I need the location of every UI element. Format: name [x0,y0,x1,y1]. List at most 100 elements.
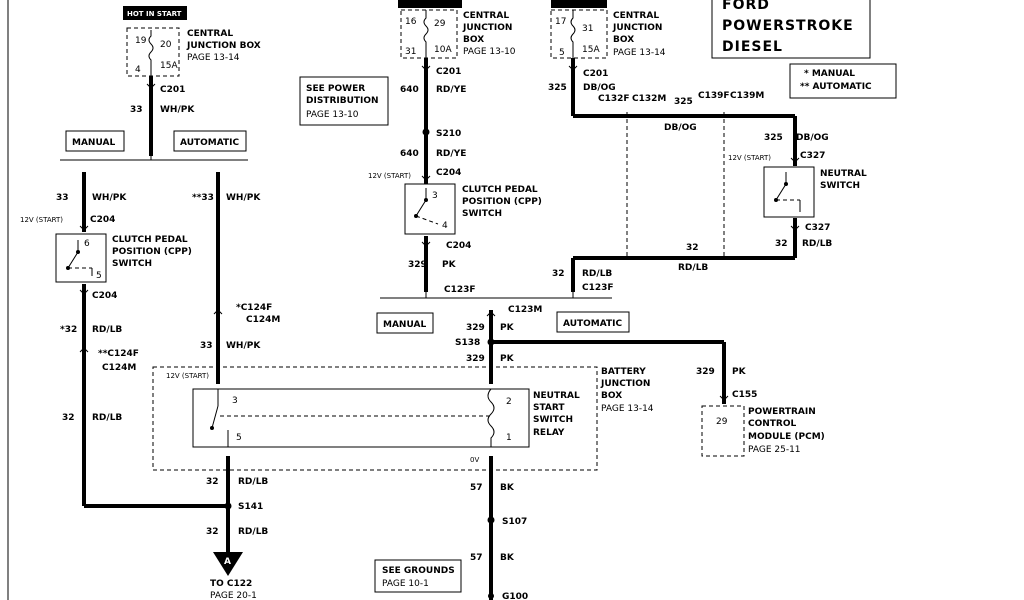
see-grounds-box [374,559,462,593]
mid-cpp-name-2: POSITION (CPP) [462,197,542,207]
center-c123m: C123M [508,305,542,315]
left-w32: 32 [62,413,75,423]
bottom-rd-lb-b: RD/LB [238,527,268,537]
center-pk-a: PK [500,323,515,333]
hot-in-start-bar [123,6,187,20]
left-wh-pk2: WH/PK [226,341,261,351]
left-c204: C204 [90,215,115,225]
left-cpp-name-3: SWITCH [112,259,152,269]
cjb-right-name-3: BOX [613,35,634,45]
bottom-bk-a: BK [500,483,515,493]
title-line-3: DIESEL [722,39,783,55]
legend-manual: * MANUAL [804,69,855,79]
relay-pin2: 2 [506,397,512,407]
bottom-w32-a: 32 [206,477,219,487]
g100-ground [488,593,494,599]
cjb-mid-page: PAGE 13-10 [463,47,516,57]
center-w329-a: 329 [466,323,485,333]
relay-name-3: SWITCH [533,415,573,425]
pcm-box [701,405,745,457]
legend-box [789,63,897,99]
cjb-mid-name-3: BOX [463,35,484,45]
center-pk-b: PK [500,354,515,364]
left-c124m: C124M [246,315,280,325]
right-w32-a: 32 [775,239,788,249]
right-rd-lb-a: RD/LB [802,239,832,249]
center-automatic-label: AUTOMATIC [563,319,622,329]
center-automatic-box [556,311,630,333]
bottom-to-c122: TO C122 [210,579,252,589]
cjb-right-page: PAGE 13-14 [613,48,666,58]
connector-marks [79,65,800,401]
cjb-left-color: WH/PK [160,105,195,115]
center-manual-box [376,312,434,334]
s210-splice [422,128,430,136]
left-manual-label: MANUAL [72,138,115,148]
right-c123f: C123F [582,283,614,293]
cjb-mid-name-1: CENTRAL [463,11,509,21]
relay-pin5: 5 [236,433,242,443]
cjb-left-conn: C201 [160,85,185,95]
left-manual-box [65,130,125,152]
mid-c204: C204 [436,168,461,178]
mid-cpp-pin3: 3 [432,191,438,201]
cjb-left-amps: 15A [160,61,178,71]
cjb-right-pin-top: 17 [555,17,566,27]
cjb-mid-fuse: 29 [434,19,446,29]
right-w32-c: 32 [552,269,565,279]
left-w33-auto: **33 [192,193,214,203]
left-cpp-name-2: POSITION (CPP) [112,247,192,257]
neutral-switch [763,166,815,218]
relay-12v: 12V (START) [166,372,209,380]
left-c124m-auto: C124M [102,363,136,373]
bjb-name-1: BATTERY [601,367,646,377]
legend-automatic: ** AUTOMATIC [800,82,872,92]
right-rd-lb-c: RD/LB [582,269,612,279]
s141-label: S141 [238,502,263,512]
right-c327-bottom: C327 [805,223,830,233]
bottom-rd-lb-a: RD/LB [238,477,268,487]
left-w33c: 33 [200,341,213,351]
title-box [711,0,871,59]
cjb-right-pin-bottom: 5 [559,48,565,58]
neutral-switch-name-1: NEUTRAL [820,169,867,179]
right-w325: 325 [674,97,693,107]
bottom-w57-a: 57 [470,483,483,493]
cjb-mid-amps: 10A [434,45,452,55]
left-cpp-name-1: CLUTCH PEDAL [112,235,188,245]
center-w329-b: 329 [466,354,485,364]
mid-12v: 12V (START) [368,172,411,180]
cjb-mid-pin-bottom: 31 [405,47,416,57]
power-dist-box [299,76,389,126]
cjb-right-name-1: CENTRAL [613,11,659,21]
s141-splice [224,502,232,510]
cjb-right-conn: C201 [583,69,608,79]
right-db-og: DB/OG [664,123,697,133]
mid-hot-bar [398,0,462,8]
mid-c204-bottom: C204 [446,241,471,251]
pcm-w329: 329 [696,367,715,377]
neutral-start-switch-relay [192,388,530,448]
right-hot-bar [551,0,607,8]
see-grounds-2: PAGE 10-1 [382,579,429,589]
cjb-left-name-2: JUNCTION BOX [186,41,261,51]
pcm-name-2: CONTROL [748,419,797,429]
left-wh-pk: WH/PK [92,193,127,203]
mid-pk: PK [442,260,457,270]
power-dist-2: DISTRIBUTION [306,96,379,106]
title-line-1: FORD [722,0,770,13]
s138-label: S138 [455,338,480,348]
mid-cpp-name-1: CLUTCH PEDAL [462,185,538,195]
mid-cpp-switch [404,183,456,235]
fuse-icon [570,10,576,58]
hot-in-start-label: HOT IN START [127,10,182,18]
left-c124f: *C124F [236,303,272,313]
pcm-name-3: MODULE (PCM) [748,432,825,442]
bjb-name-2: JUNCTION [600,379,650,389]
bottom-bk-b: BK [500,553,515,563]
left-automatic-label: AUTOMATIC [180,138,239,148]
cjb-mid-circuit: 640 [400,85,419,95]
c139f-label: C139F [698,91,730,101]
c132f-label: C132F [598,94,630,104]
relay-pin1: 1 [506,433,512,443]
